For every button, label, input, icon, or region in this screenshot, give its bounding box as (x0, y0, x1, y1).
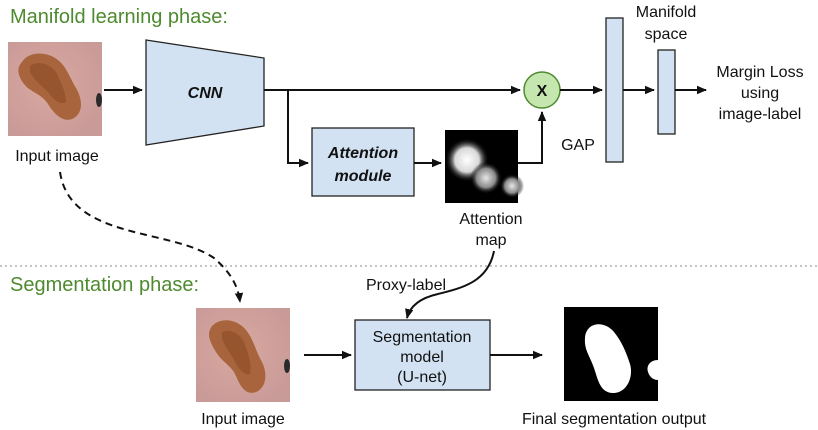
attention-map-image (445, 130, 524, 203)
input-image-bottom-label: Input image (201, 411, 285, 428)
dashed-arrow-reuse-image (59, 171, 244, 303)
input-image-top (8, 42, 102, 136)
manifold-phase-title: Manifold learning phase: (10, 6, 228, 28)
loss-label-3: image-label (719, 106, 802, 123)
segmentation-output-image (564, 307, 658, 401)
proxy-label-text: Proxy-label (366, 277, 446, 294)
arrow-proxy-label (405, 250, 495, 319)
attention-module-label-1: Attention (327, 145, 398, 162)
manifold-space-label-1: Manifold (636, 4, 696, 21)
gap-bar (605, 17, 624, 163)
arrow-map-to-multiply (518, 111, 547, 164)
manifold-space-label-2: space (645, 26, 688, 43)
cnn-block (145, 39, 265, 146)
attention-module-label-2: module (335, 168, 392, 185)
segmentation-model-label-1: Segmentation (373, 329, 472, 346)
multiply-symbol: X (537, 83, 548, 100)
attention-map-label-2: map (475, 232, 506, 249)
input-image-top-label: Input image (15, 148, 99, 165)
final-output-label: Final segmentation output (522, 411, 707, 428)
manifold-space-bar (657, 49, 676, 135)
attention-map-label-1: Attention (459, 211, 522, 228)
segmentation-model-block (354, 319, 491, 391)
input-image-bottom (196, 308, 290, 402)
cnn-label: CNN (188, 85, 223, 102)
segmentation-model-label-2: model (400, 349, 444, 366)
attention-module-block (311, 127, 415, 197)
segmentation-model-label-3: (U-net) (397, 369, 447, 386)
arrow-branch-to-attention (287, 90, 309, 168)
loss-label-2: using (741, 85, 779, 102)
loss-label-1: Margin Loss (716, 64, 803, 81)
segmentation-phase-title: Segmentation phase: (10, 274, 199, 296)
gap-label: GAP (561, 137, 595, 154)
